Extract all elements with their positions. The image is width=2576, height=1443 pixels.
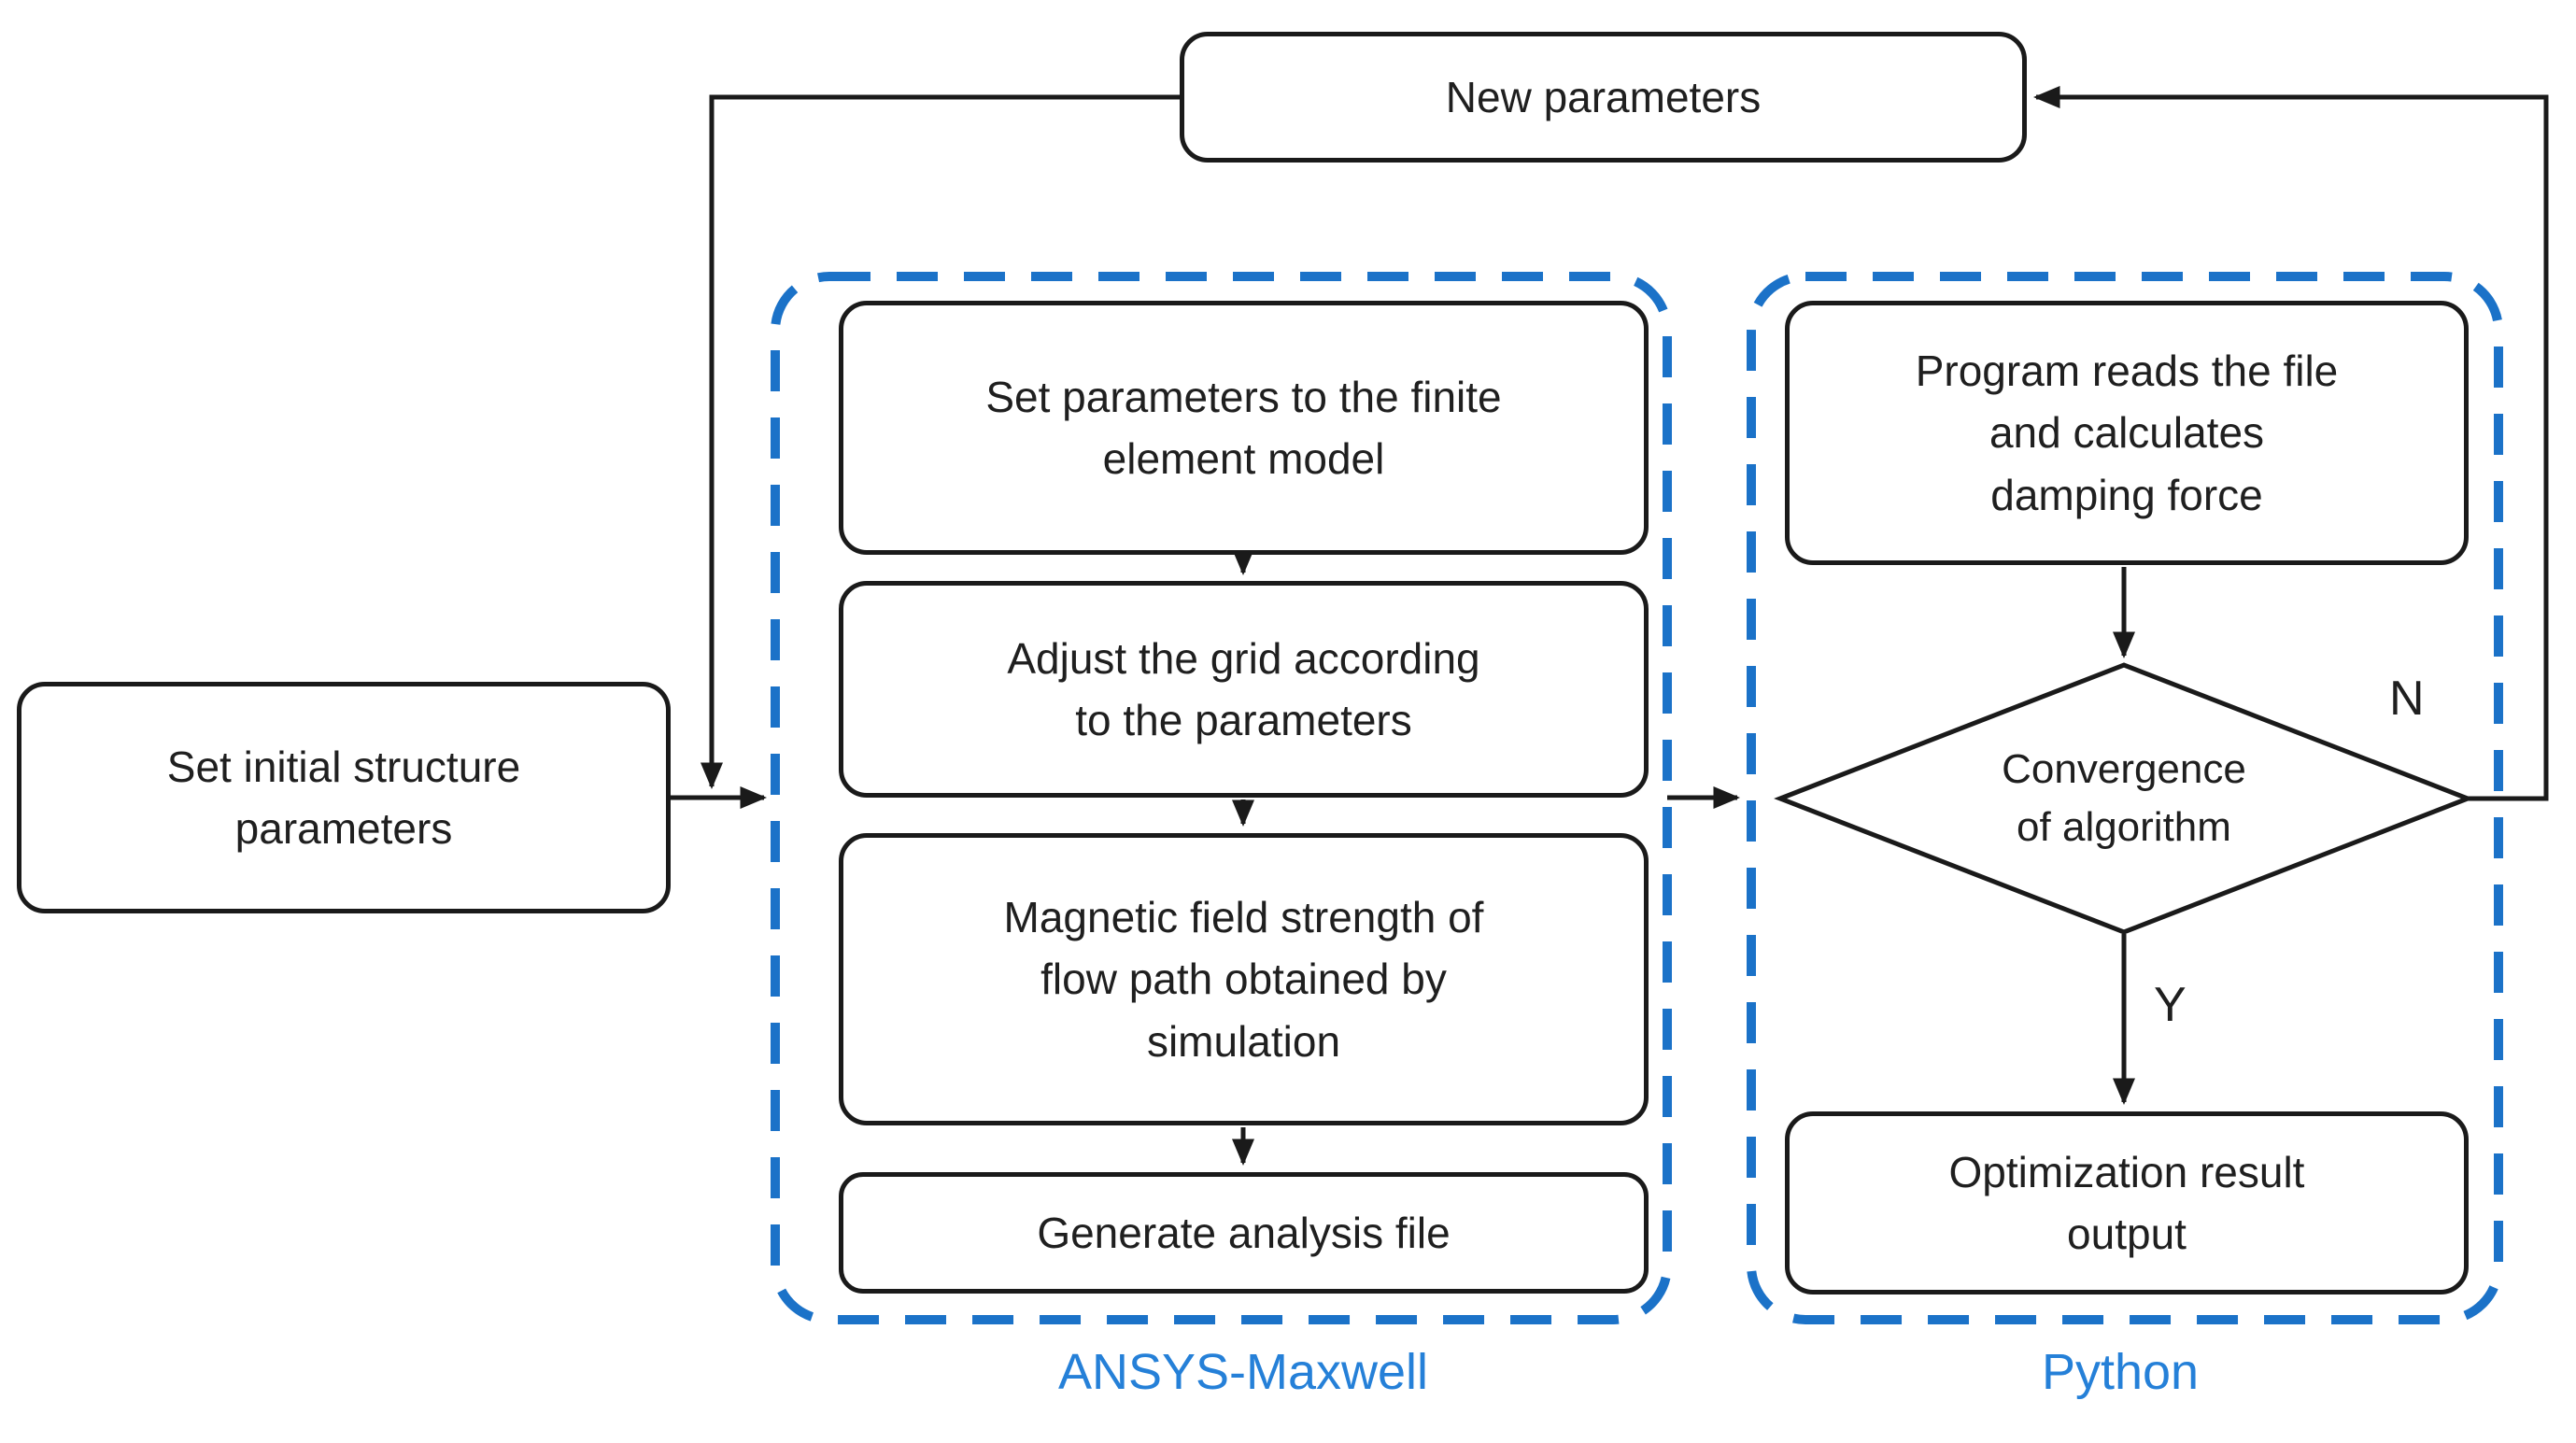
node-label-line: to the parameters <box>1075 696 1412 744</box>
node-new-parameters: New parameters <box>1180 32 2027 163</box>
node-convergence-decision: Convergence of algorithm <box>1890 743 2357 855</box>
node-adjust-grid: Adjust the grid according to the paramet… <box>839 581 1649 798</box>
node-label-line: Adjust the grid according <box>1007 633 1480 683</box>
branch-label-yes: Y <box>2154 978 2187 1032</box>
edge-convergence-no-to-new-parameters <box>2033 85 2549 801</box>
node-label-line: output <box>2067 1210 2187 1258</box>
node-optimization-result-output: Optimization result output <box>1785 1111 2469 1294</box>
node-label-line: flow path obtained by <box>1040 955 1447 1004</box>
edge-new-parameters-to-entry <box>700 94 1180 789</box>
node-label-line: Generate analysis file <box>1037 1208 1451 1257</box>
node-label-line: Program reads the file <box>1915 347 2339 396</box>
node-label-line: and calculates <box>1989 408 2265 458</box>
branch-label-no: N <box>2389 672 2425 726</box>
node-label-line: Magnetic field strength of <box>1003 893 1484 942</box>
group-label-python: Python <box>2041 1344 2200 1400</box>
node-label-line: Set parameters to the finite <box>985 372 1502 421</box>
node-label-line: Optimization result <box>1948 1147 2305 1196</box>
node-label-line: New parameters <box>1445 72 1762 121</box>
node-label-line: of algorithm <box>2017 804 2231 850</box>
node-label-line: damping force <box>1990 470 2263 519</box>
group-label-ansys-maxwell: ANSYS-Maxwell <box>1057 1344 1429 1400</box>
node-label-line: Set initial structure <box>166 742 521 791</box>
node-label-line: Convergence <box>2002 745 2246 792</box>
node-magnetic-field-strength: Magnetic field strength of flow path obt… <box>839 833 1649 1125</box>
node-set-parameters-finite-element: Set parameters to the finite element mod… <box>839 301 1649 555</box>
node-label-line: simulation <box>1146 1016 1341 1066</box>
node-set-initial-structure-parameters: Set initial structure parameters <box>17 682 671 913</box>
node-generate-analysis-file: Generate analysis file <box>839 1172 1649 1294</box>
node-label-line: element model <box>1102 434 1385 483</box>
node-program-reads-file: Program reads the file and calculates da… <box>1785 301 2469 565</box>
node-label-line: parameters <box>234 804 453 853</box>
convergence-diamond-shape <box>1774 662 2474 935</box>
